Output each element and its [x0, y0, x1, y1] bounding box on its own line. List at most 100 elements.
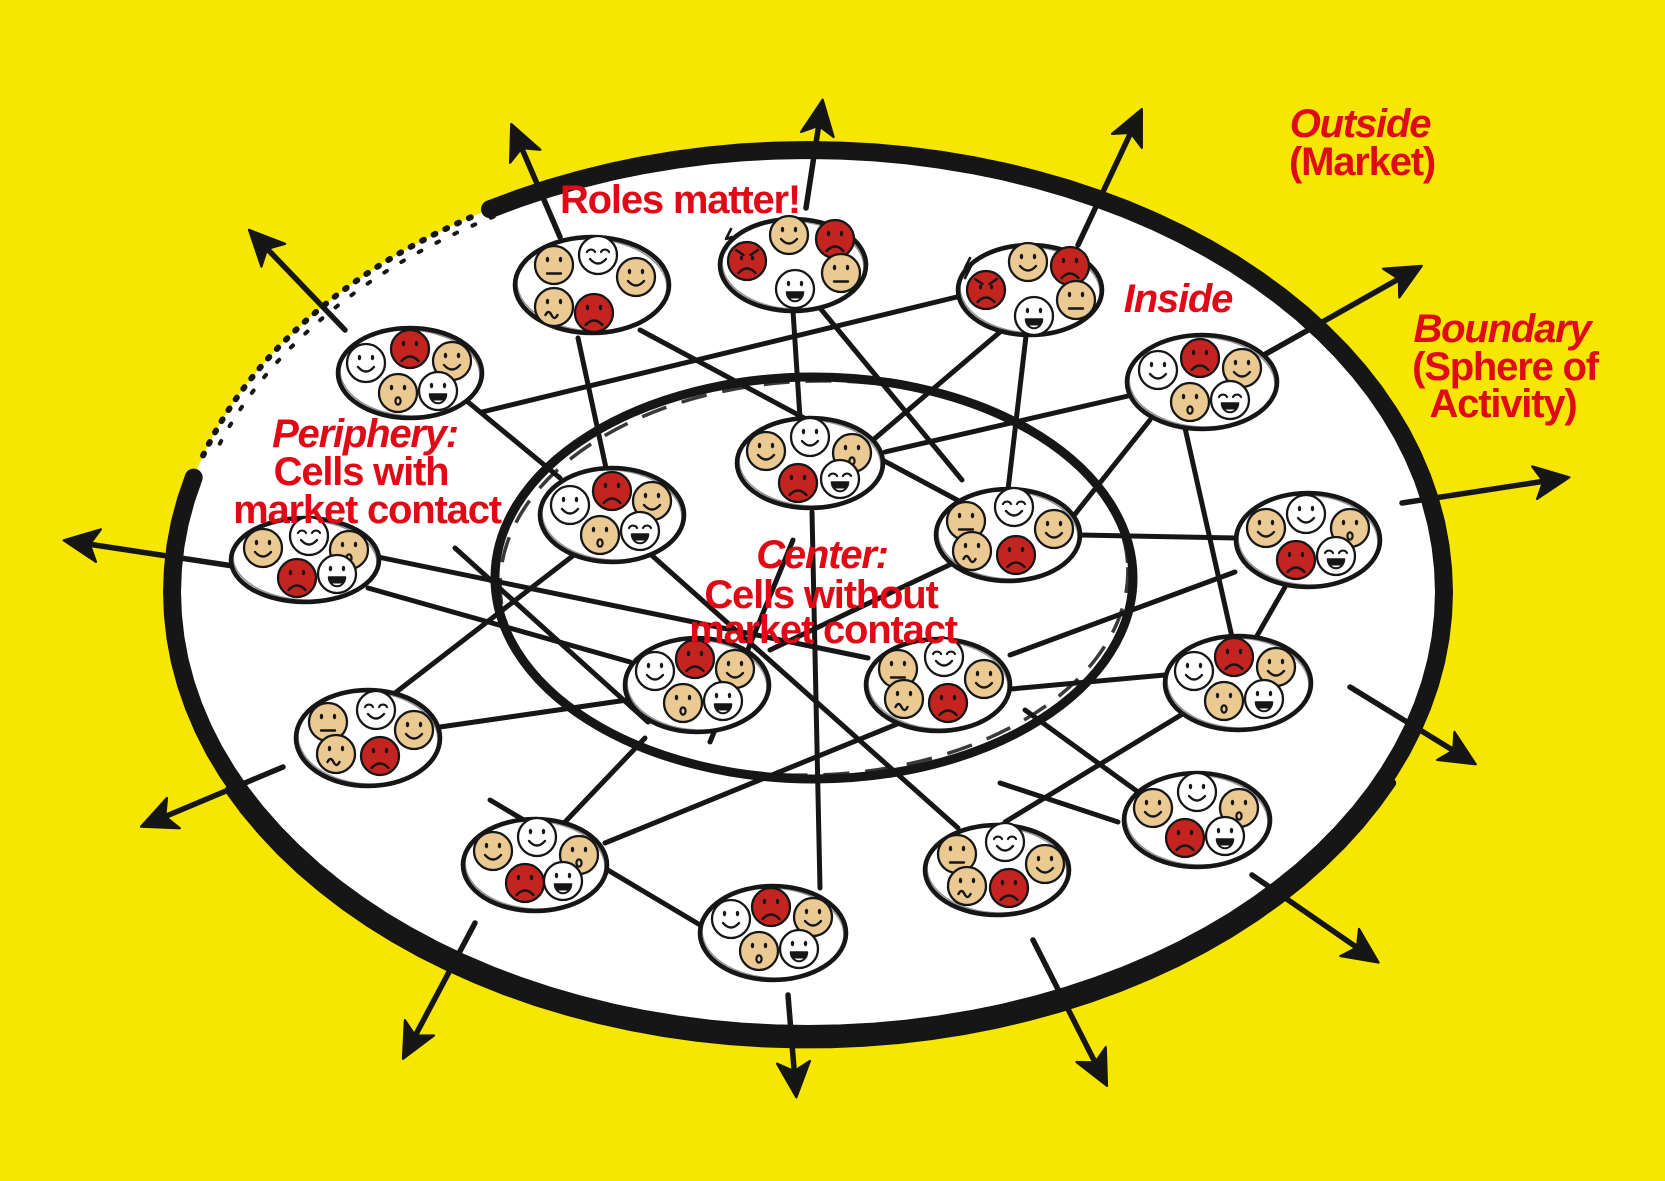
eye — [1080, 291, 1085, 298]
cell-outline-sketch — [541, 469, 683, 561]
eye — [370, 354, 375, 361]
face-red-frown — [504, 862, 546, 904]
mouth-laugh-lip — [1225, 409, 1235, 412]
label-activity: Activity) — [1429, 382, 1576, 426]
angry-brows — [734, 248, 760, 257]
eye — [1300, 551, 1305, 558]
mouth-smile — [995, 844, 1015, 852]
eye — [646, 662, 651, 669]
face-white-smile — [984, 821, 1026, 863]
eye — [1337, 549, 1349, 555]
face-red-frown — [995, 534, 1037, 576]
face-red-frown — [750, 886, 792, 928]
face-white-open — [702, 680, 744, 722]
face-tan-smile — [1255, 646, 1297, 688]
eye — [1188, 783, 1193, 790]
mouth-laugh — [789, 951, 809, 963]
mouth-laugh-lip — [835, 488, 845, 491]
cell-periphery — [460, 816, 610, 914]
face-circle — [1176, 771, 1218, 813]
face-white-open — [1209, 379, 1251, 421]
face-circle — [988, 867, 1030, 909]
face-tan-o — [1203, 680, 1245, 722]
eye — [839, 230, 844, 237]
connection-line — [790, 308, 803, 421]
eye — [1354, 519, 1359, 526]
eye — [627, 524, 639, 530]
eye — [1198, 662, 1203, 669]
eye — [1204, 349, 1209, 356]
eye — [327, 745, 332, 752]
label-sphere-of: (Sphere of — [1412, 345, 1600, 389]
mouth-surprised — [1346, 531, 1354, 541]
cell-periphery — [1162, 633, 1314, 733]
eye — [405, 721, 410, 728]
face-white-open — [417, 370, 459, 412]
connection-line — [575, 335, 609, 471]
eye — [1189, 829, 1194, 836]
label-center-2: Cells without — [704, 573, 938, 617]
eye — [585, 304, 590, 311]
eye — [627, 268, 632, 275]
eye — [1280, 658, 1285, 665]
connection-line — [1077, 532, 1239, 541]
boundary-ring — [162, 140, 1454, 1049]
mouth-laugh — [1326, 558, 1346, 570]
eye — [931, 650, 943, 656]
face-circle — [965, 269, 1007, 311]
face-red-frown — [1049, 245, 1091, 287]
face-red-frown — [1164, 817, 1206, 859]
face-circle — [549, 484, 591, 526]
eye — [803, 940, 808, 947]
connection-line — [1007, 569, 1238, 658]
lightning-icon — [963, 256, 973, 280]
cell-center — [537, 465, 687, 565]
face-circle — [377, 372, 419, 414]
face-tan-smile — [1132, 787, 1174, 829]
face-circle — [1275, 539, 1317, 581]
face-tan-smile — [431, 340, 473, 382]
face-white-open — [619, 510, 661, 552]
mouth-smile — [756, 453, 776, 461]
eye — [414, 340, 419, 347]
mouth-smile — [645, 673, 665, 681]
mouth-frown — [938, 709, 958, 717]
eye — [377, 703, 389, 709]
eye — [1074, 257, 1079, 264]
eye — [1268, 690, 1273, 697]
eye — [802, 474, 807, 481]
eye — [443, 352, 448, 359]
face-circle — [615, 256, 657, 298]
eye — [789, 474, 794, 481]
cell-center — [734, 415, 886, 511]
market-arrow — [508, 122, 563, 240]
eye — [699, 650, 704, 657]
cell-periphery — [922, 821, 1072, 918]
face-white-smile — [577, 234, 619, 276]
eye — [762, 898, 767, 905]
eye — [429, 382, 434, 389]
face-tan-squiggle — [883, 678, 925, 720]
eye — [384, 747, 389, 754]
mouth-smile — [299, 538, 319, 546]
boundary-ring-speckle — [200, 214, 474, 459]
eye — [616, 482, 621, 489]
face-circle — [993, 486, 1035, 528]
face-red-frown — [1179, 337, 1221, 379]
eye — [735, 910, 740, 917]
mouth-surprised — [1220, 704, 1228, 714]
eye — [902, 660, 907, 667]
eye — [561, 496, 566, 503]
eye — [976, 542, 981, 549]
eye — [1045, 520, 1050, 527]
mouth-laugh — [553, 883, 573, 895]
eye — [1049, 855, 1054, 862]
face-circle — [242, 527, 284, 569]
mouth-surprised — [394, 396, 402, 406]
mouth-frown — [1286, 566, 1306, 574]
mouth-surprised — [575, 858, 583, 868]
mouth-frown — [1224, 663, 1244, 671]
eye — [604, 526, 609, 533]
